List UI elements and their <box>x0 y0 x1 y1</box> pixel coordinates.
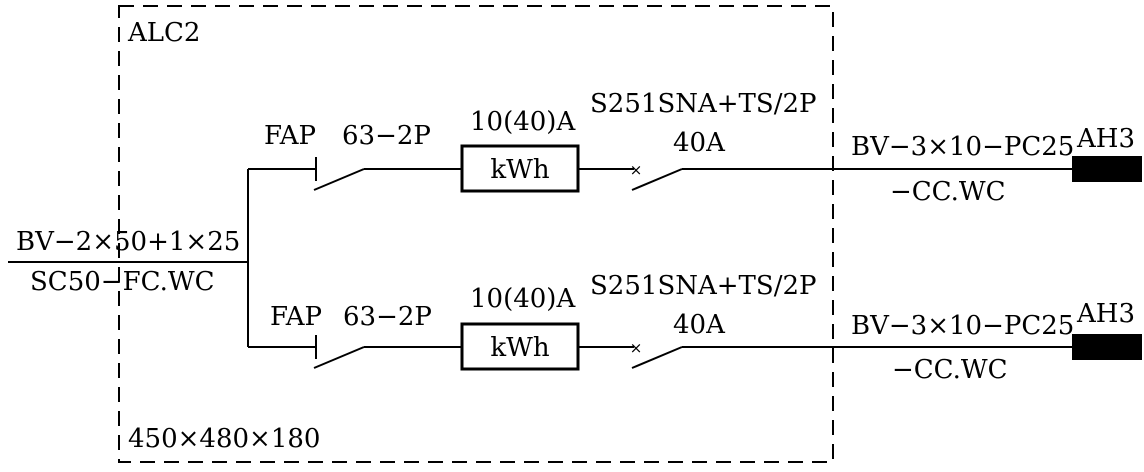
circuit-1-switch-rating: 63−2P <box>342 121 431 151</box>
circuit-2-breaker-rating: 40A <box>673 310 726 340</box>
circuit-1-meter-box <box>460 144 580 193</box>
circuit-1-breaker-rating: 40A <box>673 128 726 158</box>
circuit-1-destination-block <box>1072 156 1142 182</box>
circuit-2-destination-block <box>1072 334 1142 360</box>
circuit-2-conduit: −CC.WC <box>892 355 1008 385</box>
panel-dimensions: 450×480×180 <box>128 424 320 454</box>
circuit-2-switch-type: FAP <box>270 302 322 332</box>
circuit-2-meter-rating: 10(40)A <box>470 284 576 314</box>
circuit-1-switch-type: FAP <box>264 121 316 151</box>
circuit-1-breaker-blade <box>631 168 683 191</box>
circuit-1-meter-rating: 10(40)A <box>470 107 576 137</box>
circuit-2-switch-rating: 63−2P <box>343 302 432 332</box>
incoming-conduit-label: SC50−FC.WC <box>30 267 214 297</box>
circuit-2-breaker-contact: × <box>630 339 643 357</box>
circuit-2-cable: BV−3×10−PC25 <box>851 311 1074 341</box>
panel-enclosure <box>118 5 834 463</box>
circuit-1-meter-label: kWh <box>490 155 549 185</box>
circuit-1: kWh × FAP 63−2P 10(40)A S251SNA+TS/2P 40… <box>248 89 1142 207</box>
circuit-2-meter-label: kWh <box>490 333 549 363</box>
circuit-2-breaker-model: S251SNA+TS/2P <box>590 271 817 301</box>
circuit-2-meter-box <box>460 322 580 371</box>
incoming-cable-label: BV−2×50+1×25 <box>16 227 240 257</box>
circuit-1-switch-blade <box>313 168 365 191</box>
circuit-1-breaker-model: S251SNA+TS/2P <box>590 89 817 119</box>
circuit-1-conduit: −CC.WC <box>890 177 1006 207</box>
circuit-1-breaker-contact: × <box>630 161 643 179</box>
circuit-2-switch-blade <box>313 346 365 369</box>
circuit-2-breaker-blade <box>631 346 683 369</box>
circuit-2-destination: AH3 <box>1076 299 1135 329</box>
panel-name: ALC2 <box>127 18 200 48</box>
circuit-2: kWh × FAP 63−2P 10(40)A S251SNA+TS/2P 40… <box>248 271 1142 385</box>
circuit-1-destination: AH3 <box>1076 124 1135 154</box>
circuit-1-cable: BV−3×10−PC25 <box>851 132 1074 162</box>
